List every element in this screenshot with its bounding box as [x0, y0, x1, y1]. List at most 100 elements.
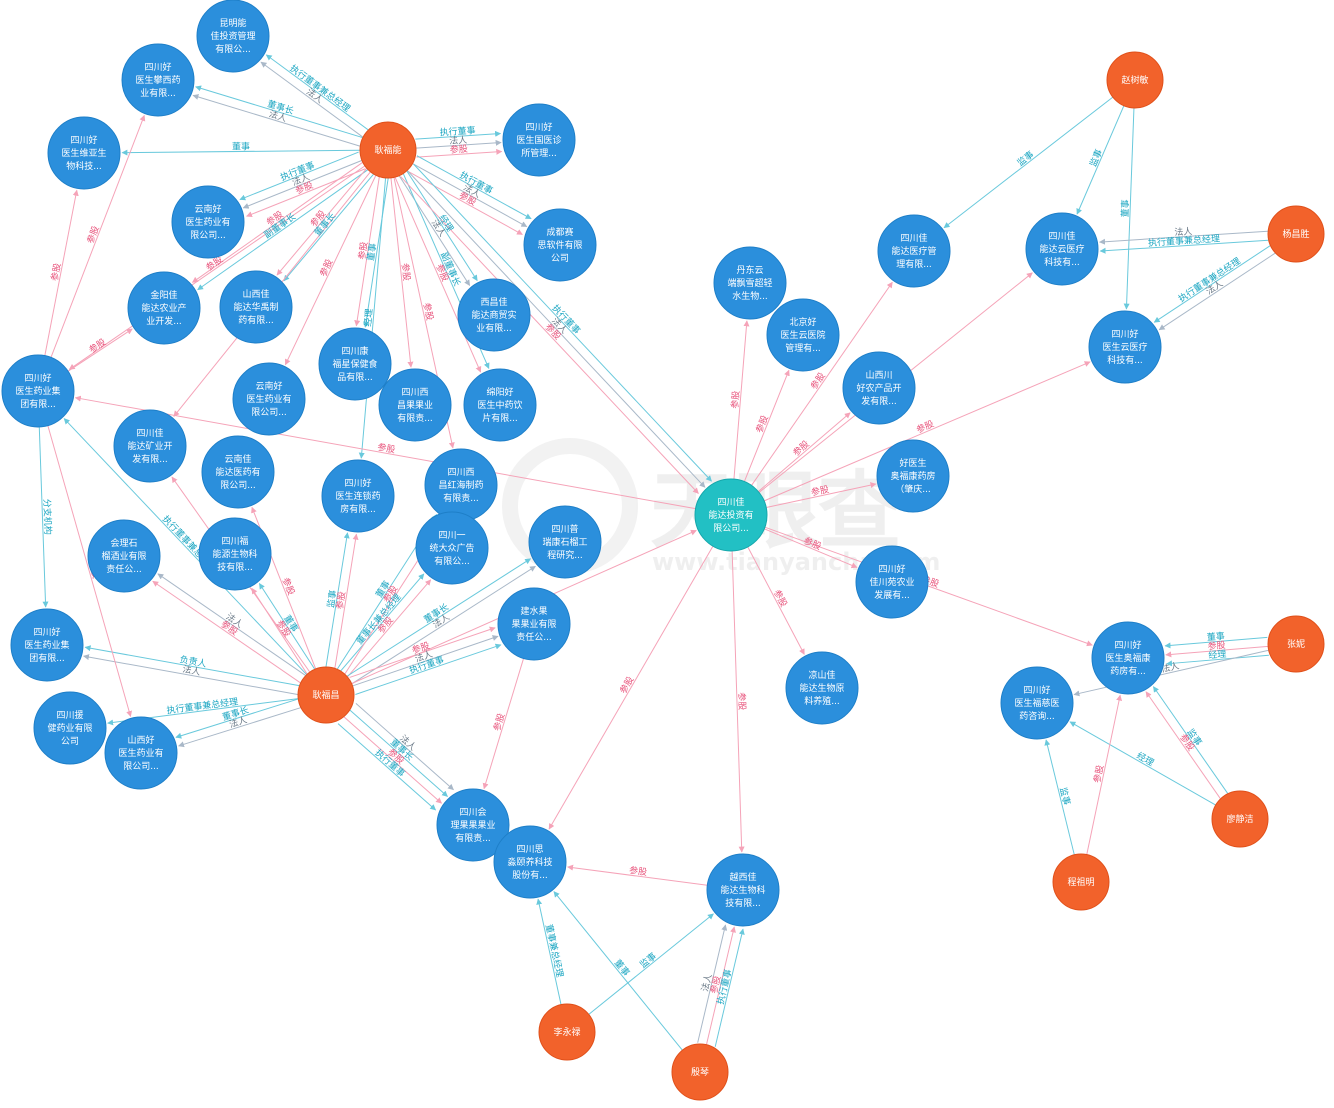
company-node-fuyuan[interactable]: 四川福能源生物科技有限... [198, 517, 272, 591]
company-node-yunnan2[interactable]: 云南好医生药业有限公司... [232, 362, 306, 436]
node-circle[interactable] [87, 519, 161, 593]
node-circle[interactable] [33, 691, 107, 765]
company-node-shanxinong[interactable]: 山西川好农产品开发有限... [842, 351, 916, 425]
node-circle[interactable] [1267, 205, 1325, 263]
person-node-gengfuchang[interactable]: 耿福昌 [297, 666, 355, 724]
node-circle[interactable] [766, 298, 840, 372]
node-circle[interactable] [198, 517, 272, 591]
company-node-puruikang[interactable]: 四川普瑞康石榴工程研究... [528, 505, 602, 579]
node-circle[interactable] [1088, 310, 1162, 384]
company-node-guoyi[interactable]: 四川好医生国医诊所管理... [502, 103, 576, 177]
node-circle[interactable] [1025, 212, 1099, 286]
node-circle[interactable] [415, 511, 489, 585]
company-node-jituan2[interactable]: 四川好医生药业集团有限... [10, 608, 84, 682]
company-node-center[interactable]: 四川佳能达投资有限公司... [694, 478, 768, 552]
node-circle[interactable] [671, 1043, 729, 1101]
person-node-yinqin[interactable]: 殷琴 [671, 1043, 729, 1101]
company-node-weiya[interactable]: 四川好医生维亚生物科技... [47, 116, 121, 190]
node-circle[interactable] [855, 545, 929, 619]
company-node-yiliaoguanli[interactable]: 四川佳能达医疗管理有限... [877, 214, 951, 288]
company-node-dandong[interactable]: 丹东云端飘雪超轻水生物... [713, 246, 787, 320]
node-circle[interactable] [1000, 666, 1074, 740]
node-circle[interactable] [321, 459, 395, 533]
node-circle[interactable] [1267, 615, 1325, 673]
company-node-huiliguo[interactable]: 四川会理果果果业有限责... [436, 788, 510, 862]
company-node-kunming[interactable]: 昆明能佳投资管理有限公... [196, 0, 270, 73]
company-node-fukang[interactable]: 四川好医生福慈医药咨询... [1000, 666, 1074, 740]
node-circle[interactable] [842, 351, 916, 425]
company-node-jituan1[interactable]: 四川好医生药业集团有限... [1, 354, 75, 428]
node-circle[interactable] [359, 121, 417, 179]
node-circle[interactable] [121, 43, 195, 117]
node-circle[interactable] [538, 1003, 596, 1061]
node-circle[interactable] [232, 362, 306, 436]
company-node-aofukang_zq[interactable]: 好医生奥福康药房（肇庆... [876, 439, 950, 513]
company-node-xichangshang[interactable]: 西昌佳能达商贸实业有限... [457, 278, 531, 352]
company-node-mianyang[interactable]: 绵阳好医生中药饮片有限... [463, 368, 537, 442]
company-node-yitong[interactable]: 四川一统大众广告有限公... [415, 511, 489, 585]
node-circle[interactable] [706, 853, 780, 927]
company-node-shanxihua[interactable]: 山西佳能达华禹制药有限... [219, 270, 293, 344]
node-circle[interactable] [1106, 51, 1164, 109]
company-node-yunnan1[interactable]: 云南好医生药业有限公司... [171, 185, 245, 259]
person-node-chengzuming[interactable]: 程祖明 [1052, 853, 1110, 911]
company-node-jiachuan[interactable]: 四川好佳川苑农业发展有... [855, 545, 929, 619]
node-circle[interactable] [1211, 790, 1269, 848]
company-node-xichangguo[interactable]: 四川西昌果果业有限责... [378, 368, 452, 442]
node-circle[interactable] [523, 208, 597, 282]
node-circle[interactable] [713, 246, 787, 320]
node-circle[interactable] [297, 666, 355, 724]
node-circle[interactable] [436, 788, 510, 862]
company-node-shanxiyao[interactable]: 山西好医生药业有限公司... [104, 716, 178, 790]
company-node-haoyunyiliao[interactable]: 四川好医生云医疗科技有... [1088, 310, 1162, 384]
node-circle[interactable] [201, 435, 275, 509]
person-node-zhangni[interactable]: 张妮 [1267, 615, 1325, 673]
node-circle[interactable] [1091, 621, 1165, 695]
company-node-honghai[interactable]: 四川西昌红海制药有限责... [424, 448, 498, 522]
company-node-huili[interactable]: 会理石榴酒业有限责任公... [87, 519, 161, 593]
company-node-liangshan[interactable]: 凉山佳能达生物原料养殖... [785, 651, 859, 725]
node-circle[interactable] [528, 505, 602, 579]
node-circle[interactable] [1052, 853, 1110, 911]
node-circle[interactable] [877, 214, 951, 288]
company-node-simiao[interactable]: 四川思淼颐养科技股份有... [493, 825, 567, 899]
node-circle[interactable] [47, 116, 121, 190]
company-node-liansuo[interactable]: 四川好医生连锁药房有限... [321, 459, 395, 533]
node-circle[interactable] [463, 368, 537, 442]
person-node-zhaoshumin[interactable]: 赵树敏 [1106, 51, 1164, 109]
node-circle[interactable] [694, 478, 768, 552]
person-node-liaojingjie[interactable]: 廖静洁 [1211, 790, 1269, 848]
node-circle[interactable] [502, 103, 576, 177]
node-circle[interactable] [493, 825, 567, 899]
company-node-panxi[interactable]: 四川好医生攀西药业有限... [121, 43, 195, 117]
company-node-jianshui[interactable]: 建水果果果业有限责任公... [497, 587, 571, 661]
node-circle[interactable] [318, 327, 392, 401]
node-circle[interactable] [219, 270, 293, 344]
node-circle[interactable] [196, 0, 270, 73]
node-circle[interactable] [113, 409, 187, 483]
company-node-yunyiliao[interactable]: 四川佳能达云医疗科技有... [1025, 212, 1099, 286]
company-node-yunnanjia[interactable]: 云南佳能达医药有限公司... [201, 435, 275, 509]
person-node-yangchangsheng[interactable]: 杨昌胜 [1267, 205, 1325, 263]
node-circle[interactable] [10, 608, 84, 682]
node-circle[interactable] [104, 716, 178, 790]
node-circle[interactable] [127, 271, 201, 345]
node-circle[interactable] [171, 185, 245, 259]
node-circle[interactable] [457, 278, 531, 352]
node-circle[interactable] [497, 587, 571, 661]
node-circle[interactable] [378, 368, 452, 442]
company-node-yuexi[interactable]: 越西佳能达生物科技有限... [706, 853, 780, 927]
person-node-liyonglu[interactable]: 李永禄 [538, 1003, 596, 1061]
node-circle[interactable] [785, 651, 859, 725]
person-node-gengfuneng[interactable]: 耿福能 [359, 121, 417, 179]
node-circle[interactable] [876, 439, 950, 513]
company-node-kuangye[interactable]: 四川佳能达矿业开发有限... [113, 409, 187, 483]
company-node-kangfu[interactable]: 四川康福星保健食品有限... [318, 327, 392, 401]
node-circle[interactable] [1, 354, 75, 428]
company-node-beijing[interactable]: 北京好医生云医院管理有... [766, 298, 840, 372]
company-node-jinyang[interactable]: 金阳佳能达农业产业开发... [127, 271, 201, 345]
company-node-aofukang[interactable]: 四川好医生奥福康药房有... [1091, 621, 1165, 695]
